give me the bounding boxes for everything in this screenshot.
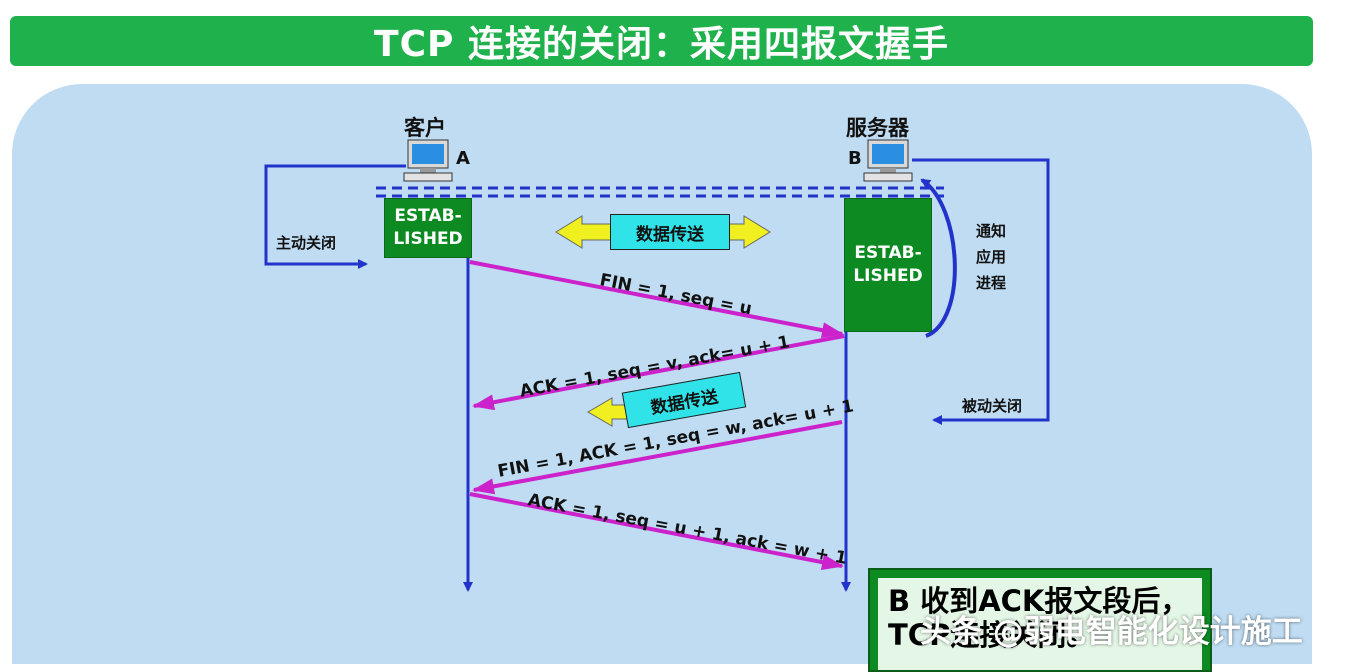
notify-app-label: 通知 应用 进程: [976, 222, 1007, 292]
server-tag: B: [848, 148, 862, 169]
active-close-arrow: [264, 164, 406, 269]
message-arrow-fin-ack: [472, 420, 843, 495]
passive-close-label: 被动关闭: [962, 397, 1023, 415]
notify-app-arrow: [920, 178, 957, 338]
server-state-established: ESTAB- LISHED: [844, 198, 932, 332]
closing-note-text: B 收到ACK报文段后， TCP连接关闭。: [878, 578, 1202, 670]
watermark-text: 头条 @弱电智能化设计施工: [920, 614, 1303, 650]
client-label: 客户: [404, 116, 446, 140]
client-state-established: ESTAB- LISHED: [384, 198, 472, 258]
active-close-label: 主动关闭: [276, 234, 337, 252]
message-arrow-fin: [469, 260, 844, 339]
diagram-panel: [12, 84, 1312, 664]
data-transfer-badge-1: 数据传送: [610, 214, 730, 250]
server-label: 服务器: [846, 116, 909, 140]
message-arrow-final-ack: [469, 492, 844, 571]
client-computer-icon: [403, 139, 453, 182]
closing-note-box: B 收到ACK报文段后， TCP连接关闭。: [868, 568, 1212, 672]
message-arrow-ack: [472, 334, 845, 411]
page-title: TCP 连接的关闭：采用四报文握手: [10, 16, 1313, 66]
passive-close-arrow: [912, 158, 1050, 425]
server-computer-icon: [863, 139, 913, 182]
client-tag: A: [456, 148, 470, 169]
